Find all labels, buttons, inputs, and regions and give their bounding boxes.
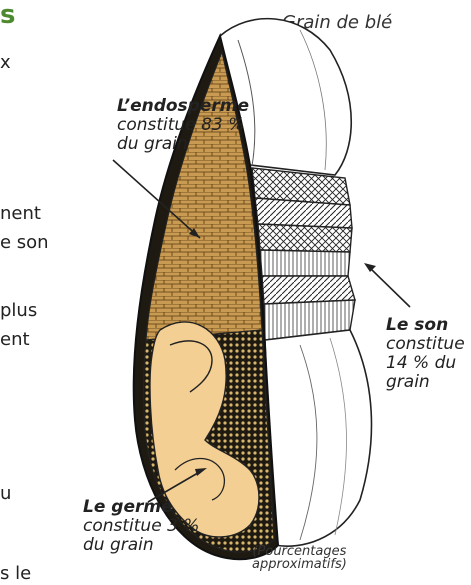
bran-label: Le son constitue 14 % du grain	[386, 316, 465, 392]
bran-layers	[252, 168, 355, 340]
approximation-note: (Pourcentages approximatifs)	[252, 545, 347, 571]
bran-share-3: grain	[386, 372, 430, 392]
note-line-2: approximatifs)	[252, 557, 347, 572]
germ-share: constitue 3 %	[83, 516, 199, 536]
endosperm-name: L’endosperme	[117, 97, 249, 116]
endosperm-share: constitue 83 %	[117, 115, 244, 135]
germ-label: Le germe constitue 3 % du grain	[83, 498, 199, 555]
germ-share-2: du grain	[83, 535, 154, 555]
bran-share: constitue	[386, 334, 465, 354]
outer-husk-bottom	[265, 330, 371, 546]
germ-name: Le germe	[83, 498, 199, 517]
endosperm-share-2: du grain	[117, 134, 188, 154]
bran-name: Le son	[386, 316, 465, 335]
endosperm-label: L’endosperme constitue 83 % du grain	[117, 97, 249, 154]
bran-share-2: 14 % du	[386, 353, 456, 373]
bran-pointer	[370, 268, 410, 307]
